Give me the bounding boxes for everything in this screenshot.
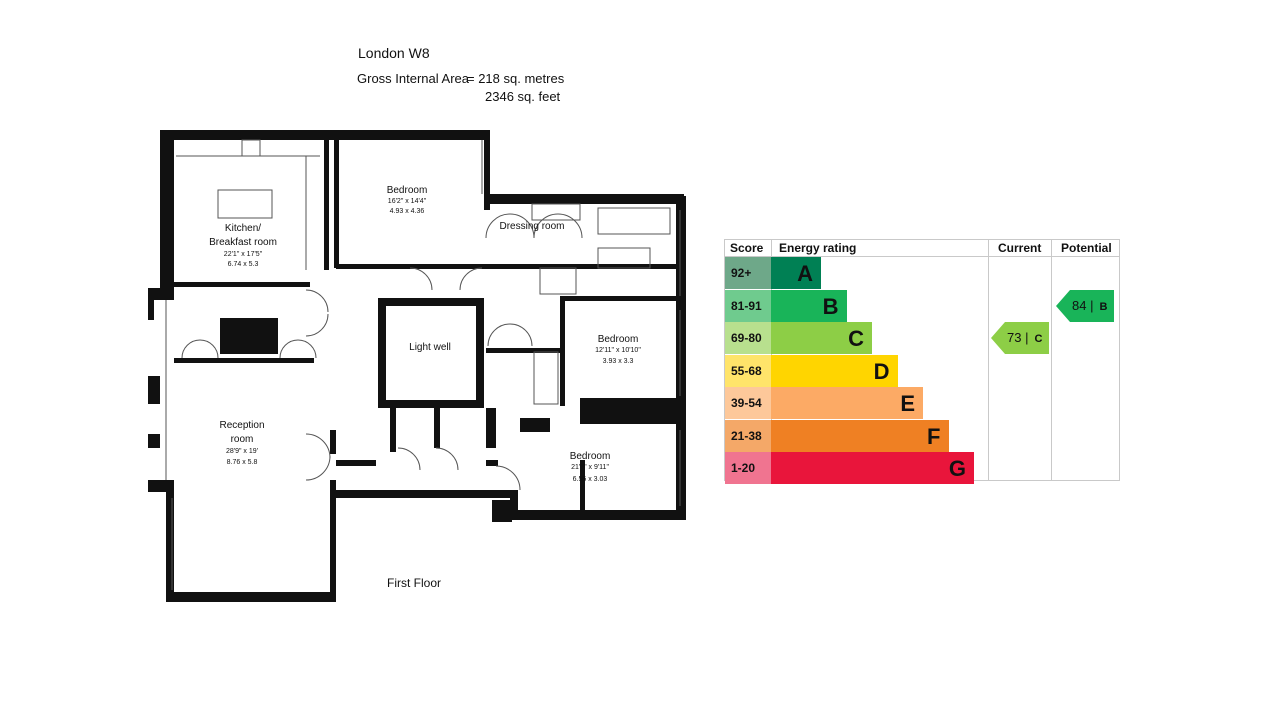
bedroom2-imperial: 12'11" x 10'10" [595,347,641,354]
kitchen-name-1: Kitchen/ [225,223,261,234]
kitchen-name-2: Breakfast room [209,237,277,248]
location-title: London W8 [358,45,430,61]
band-bar-f: F [771,419,949,452]
header-potential: Potential [1061,241,1112,255]
fixtures [165,139,681,590]
potential-rating-arrow-text: 84 | B [1072,290,1107,323]
band-letter-d: D [873,358,890,384]
gia-feet: 2346 sq. feet [485,89,561,104]
band-score-d: 55-68 [725,354,771,387]
current-rating-arrow-letter: C [1034,333,1043,345]
reception-name-1: Reception [219,420,264,431]
band-score-b: 81-91 [725,289,771,322]
bedroom2-name: Bedroom [598,334,639,345]
band-score-f: 21-38 [725,419,771,452]
potential-rating-arrow-separator: | [1086,297,1094,313]
band-score-c: 69-80 [725,322,771,354]
potential-rating-arrow: 84 | B [1056,289,1114,323]
band-score-g: 1-20 [725,452,771,484]
room-labels: Kitchen/ Breakfast room 22'1" x 17'5" 6.… [209,185,641,590]
header-current: Current [998,241,1042,255]
band-score-e: 39-54 [725,387,771,419]
bedroom1-name: Bedroom [387,185,428,196]
reception-metric: 8.76 x 5.8 [227,459,258,466]
band-bar-b: B [771,289,847,322]
band-bar-e: E [771,387,923,419]
potential-rating-arrow-letter: B [1099,300,1108,313]
bedroom3-imperial: 21'6" x 9'11" [571,464,609,471]
current-rating-arrow-separator: | [1021,330,1029,345]
bedroom1-metric: 4.93 x 4.36 [390,208,425,215]
current-rating-arrow-value: 73 [1007,330,1022,345]
divider [725,256,1119,257]
current-rating-arrow-shape [991,322,1049,354]
energy-rating-table: Score Energy rating Current Potential 92… [724,239,1120,484]
potential-rating-arrow-value: 84 [1072,297,1087,313]
band-letter-b: B [822,293,839,319]
bedroom2-metric: 3.93 x 3.3 [603,358,634,365]
band-letter-e: E [900,391,915,416]
gia-label: Gross Internal Area [357,71,469,86]
divider [988,240,989,480]
potential-rating-arrow-shape [1056,289,1114,322]
band-bar-c: C [771,322,872,354]
dressing-name: Dressing room [499,221,564,232]
reception-imperial: 28'9" x 19' [226,448,258,455]
floor-plan: Kitchen/ Breakfast room 22'1" x 17'5" 6.… [148,130,686,602]
walls [148,130,686,602]
divider [1051,240,1052,480]
band-letter-c: C [848,326,864,351]
kitchen-metric: 6.74 x 5.3 [228,261,259,268]
lightwell-name: Light well [409,342,451,353]
bedroom3-name: Bedroom [570,451,611,462]
band-letter-g: G [948,456,966,481]
band-bar-d: D [771,354,898,387]
gia-metres: = 218 sq. metres [467,71,565,86]
bedroom3-metric: 6.55 x 3.03 [573,476,608,483]
band-letter-f: F [927,423,941,449]
band-score-a: 92+ [725,257,771,289]
bedroom1-imperial: 16'2" x 14'4" [388,198,427,205]
header-score: Score [730,241,764,255]
reception-name-2: room [231,434,254,445]
band-letter-a: A [797,261,813,286]
band-bar-g: G [771,452,974,484]
current-rating-arrow: 73 | C [991,322,1049,354]
floor-label: First Floor [387,576,441,590]
current-rating-arrow-text: 73 | C [1007,322,1042,355]
header-energy-rating: Energy rating [779,241,857,255]
kitchen-imperial: 22'1" x 17'5" [224,251,263,258]
band-bar-a: A [771,257,821,289]
